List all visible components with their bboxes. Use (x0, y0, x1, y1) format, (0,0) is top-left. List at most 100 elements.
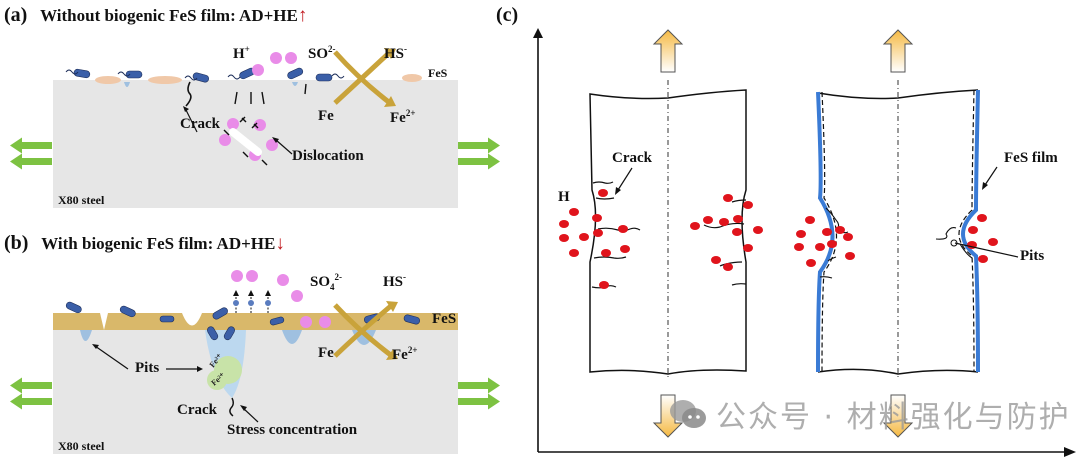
panel-b-letter: (b) (4, 232, 29, 254)
fes-film-label: FeS film (1004, 150, 1058, 166)
h-atom (593, 229, 603, 237)
watermark-text: 公众号 · 材料强化与防护 (716, 400, 1071, 435)
hydrogen-atom (266, 139, 278, 151)
hydrogen-atoms-b (231, 270, 331, 328)
h-atom (845, 252, 855, 260)
crack-line-b (229, 397, 234, 417)
fes-particle (95, 76, 121, 84)
fes-particle (402, 74, 422, 82)
panel-a-letter: (a) (4, 4, 28, 26)
hydrogen-atom (270, 52, 282, 64)
specimen-without-film (589, 89, 747, 375)
h-atom (559, 234, 569, 242)
h-atom (796, 230, 806, 238)
panel-b-heading: (b) With biogenic FeS film: AD+HE↓ (4, 232, 285, 255)
crack-label-c: Crack (612, 150, 652, 166)
stress-concentration-label: Stress concentration (227, 422, 358, 438)
redox-cycle-b (333, 303, 394, 358)
dislocation-symbols (223, 116, 268, 166)
steel-label-a: X80 steel (58, 193, 105, 207)
crack-pointer (185, 109, 198, 133)
dislocation-cavity (229, 128, 262, 156)
trend-down-icon: ↓ (275, 233, 285, 254)
pit (124, 82, 130, 87)
h-atom (743, 244, 753, 252)
hydrogen-atom (246, 270, 258, 282)
bacterium (223, 326, 235, 341)
watermark: 公众号 · 材料强化与防护 (668, 392, 1071, 436)
h-atom (968, 226, 978, 234)
hydrogen-atom (277, 274, 289, 286)
h-atom (733, 215, 743, 223)
panel-b-title: With biogenic FeS film: AD+HE (41, 234, 276, 253)
bacterium (287, 67, 304, 80)
bacterium (315, 73, 333, 82)
pull-arrow-up-left (652, 29, 684, 73)
pit (282, 330, 302, 344)
specimen-with-film (816, 89, 980, 375)
h-atom (723, 263, 733, 271)
h-atom (977, 214, 987, 222)
pull-arrow-down-right (882, 394, 914, 438)
bacterium (119, 305, 136, 318)
hs-label-b: HS- (383, 272, 407, 290)
h-atom (827, 240, 837, 248)
h-atom (569, 249, 579, 257)
cracks-left (591, 181, 747, 289)
cracks-right (819, 207, 973, 279)
tension-arrows-b (10, 377, 500, 410)
h-atom (822, 228, 832, 236)
pit (292, 82, 298, 86)
panel-a-title: Without biogenic FeS film: AD+HE (40, 6, 298, 25)
h-atom (978, 255, 988, 263)
h-atom (592, 214, 602, 222)
h-atoms-left (559, 189, 763, 289)
h-atom (711, 256, 721, 264)
bacterium (192, 72, 210, 83)
bacterium (125, 70, 143, 79)
bacteria-group (73, 67, 333, 83)
hs-label-a: HS- (384, 44, 408, 62)
h-atom (620, 245, 630, 253)
hydrogen-atom (319, 316, 331, 328)
fe2-label-b: Fe2+ (392, 345, 418, 363)
stress-pointer (242, 407, 259, 423)
crack-label-b: Crack (177, 402, 217, 418)
h-atom (598, 189, 608, 197)
h-atom (794, 243, 804, 251)
sulfate-label-a: SO2- (308, 44, 336, 62)
h-atom (601, 249, 611, 257)
h-atom (806, 259, 816, 267)
bacterium (269, 316, 285, 326)
h-atom (719, 218, 729, 226)
h-atom (815, 243, 825, 251)
pit (80, 330, 92, 341)
h-label-c: H (558, 189, 570, 205)
dislocation-label: Dislocation (292, 148, 364, 164)
crack-line (185, 81, 192, 107)
h-atom (753, 226, 763, 234)
bacteria-group-b (65, 301, 421, 341)
bacterium (65, 301, 82, 314)
h-atom (743, 201, 753, 209)
sulfate-label-b: SO42- (310, 272, 343, 292)
hydrogen-atom (219, 134, 231, 146)
h-atom (618, 225, 628, 233)
pits-label-b: Pits (135, 360, 160, 376)
bacterium (403, 314, 421, 325)
fes-film-pointer (984, 166, 998, 186)
h-atom (559, 220, 569, 228)
h-atom (835, 226, 845, 234)
pits-pointer-c (954, 242, 1019, 258)
h-atom (988, 238, 998, 246)
bacterium (212, 307, 228, 320)
h-atom (579, 233, 589, 241)
pull-arrow-up-right (882, 29, 914, 73)
hydrogen-atom (231, 270, 243, 282)
bacterium (159, 315, 175, 323)
tension-arrows-a (10, 137, 500, 170)
trend-up-icon: ↑ (297, 5, 308, 26)
fes-label-a: FeS (428, 66, 448, 80)
hydrogen-atom (285, 52, 297, 64)
